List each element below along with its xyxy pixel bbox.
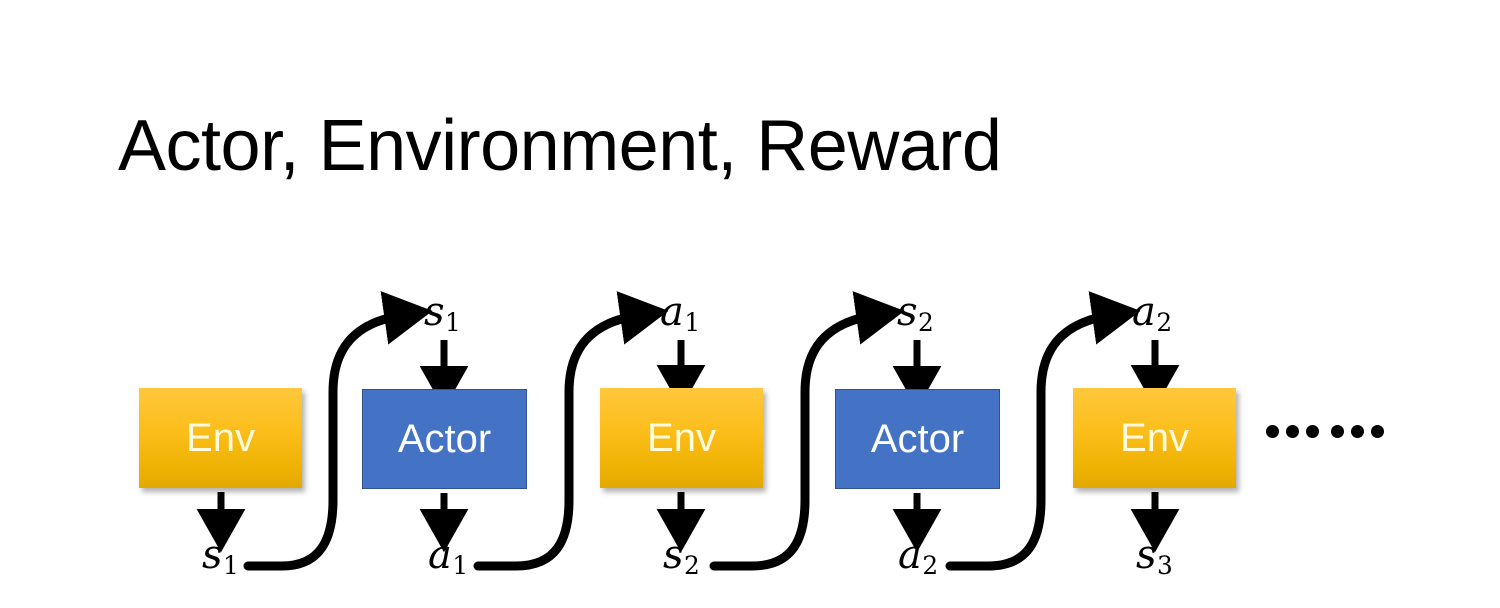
ellipsis-dot — [1331, 425, 1344, 438]
subscript: 1 — [452, 551, 469, 581]
ellipsis-dot — [1286, 425, 1299, 438]
label-action-a1-top: a1 — [660, 289, 700, 335]
symbol: s — [202, 532, 223, 578]
symbol: a — [660, 289, 684, 335]
ellipsis-indicator — [1266, 425, 1384, 438]
node-label: Env — [647, 416, 716, 460]
node-label: Env — [186, 416, 255, 460]
node-label: Env — [1120, 416, 1189, 460]
ellipsis-dot — [1371, 425, 1384, 438]
symbol: s — [663, 532, 684, 578]
symbol: a — [898, 532, 922, 578]
symbol: s — [897, 289, 918, 335]
ellipsis-dot — [1351, 425, 1364, 438]
node-env-1[interactable]: Env — [139, 388, 302, 488]
subscript: 2 — [918, 308, 934, 338]
ellipsis-dot — [1266, 425, 1279, 438]
label-state-s2-top: s2 — [897, 289, 934, 335]
ellipsis-dot — [1306, 425, 1319, 438]
label-state-s3-bottom: s3 — [1136, 532, 1173, 578]
node-actor-2[interactable]: Actor — [835, 389, 1000, 489]
symbol: a — [428, 532, 452, 578]
subscript: 1 — [684, 308, 701, 338]
node-actor-1[interactable]: Actor — [362, 389, 527, 489]
node-env-3[interactable]: Env — [1073, 388, 1236, 488]
subscript: 1 — [223, 551, 239, 581]
subscript: 3 — [1157, 551, 1173, 581]
label-state-s2-bottom: s2 — [663, 532, 700, 578]
label-state-s1-top: s1 — [424, 289, 461, 335]
page-title: Actor, Environment, Reward — [118, 106, 1002, 186]
subscript: 2 — [684, 551, 700, 581]
label-action-a1-bottom: a1 — [428, 532, 468, 578]
label-state-s1-bottom: s1 — [202, 532, 239, 578]
subscript: 2 — [922, 551, 939, 581]
label-action-a2-bottom: a2 — [898, 532, 938, 578]
symbol: s — [1136, 532, 1157, 578]
symbol: s — [424, 289, 445, 335]
symbol: a — [1132, 289, 1156, 335]
subscript: 2 — [1156, 308, 1173, 338]
node-env-2[interactable]: Env — [600, 388, 763, 488]
label-action-a2-top: a2 — [1132, 289, 1172, 335]
node-label: Actor — [870, 417, 965, 461]
subscript: 1 — [445, 308, 461, 338]
node-label: Actor — [397, 417, 492, 461]
